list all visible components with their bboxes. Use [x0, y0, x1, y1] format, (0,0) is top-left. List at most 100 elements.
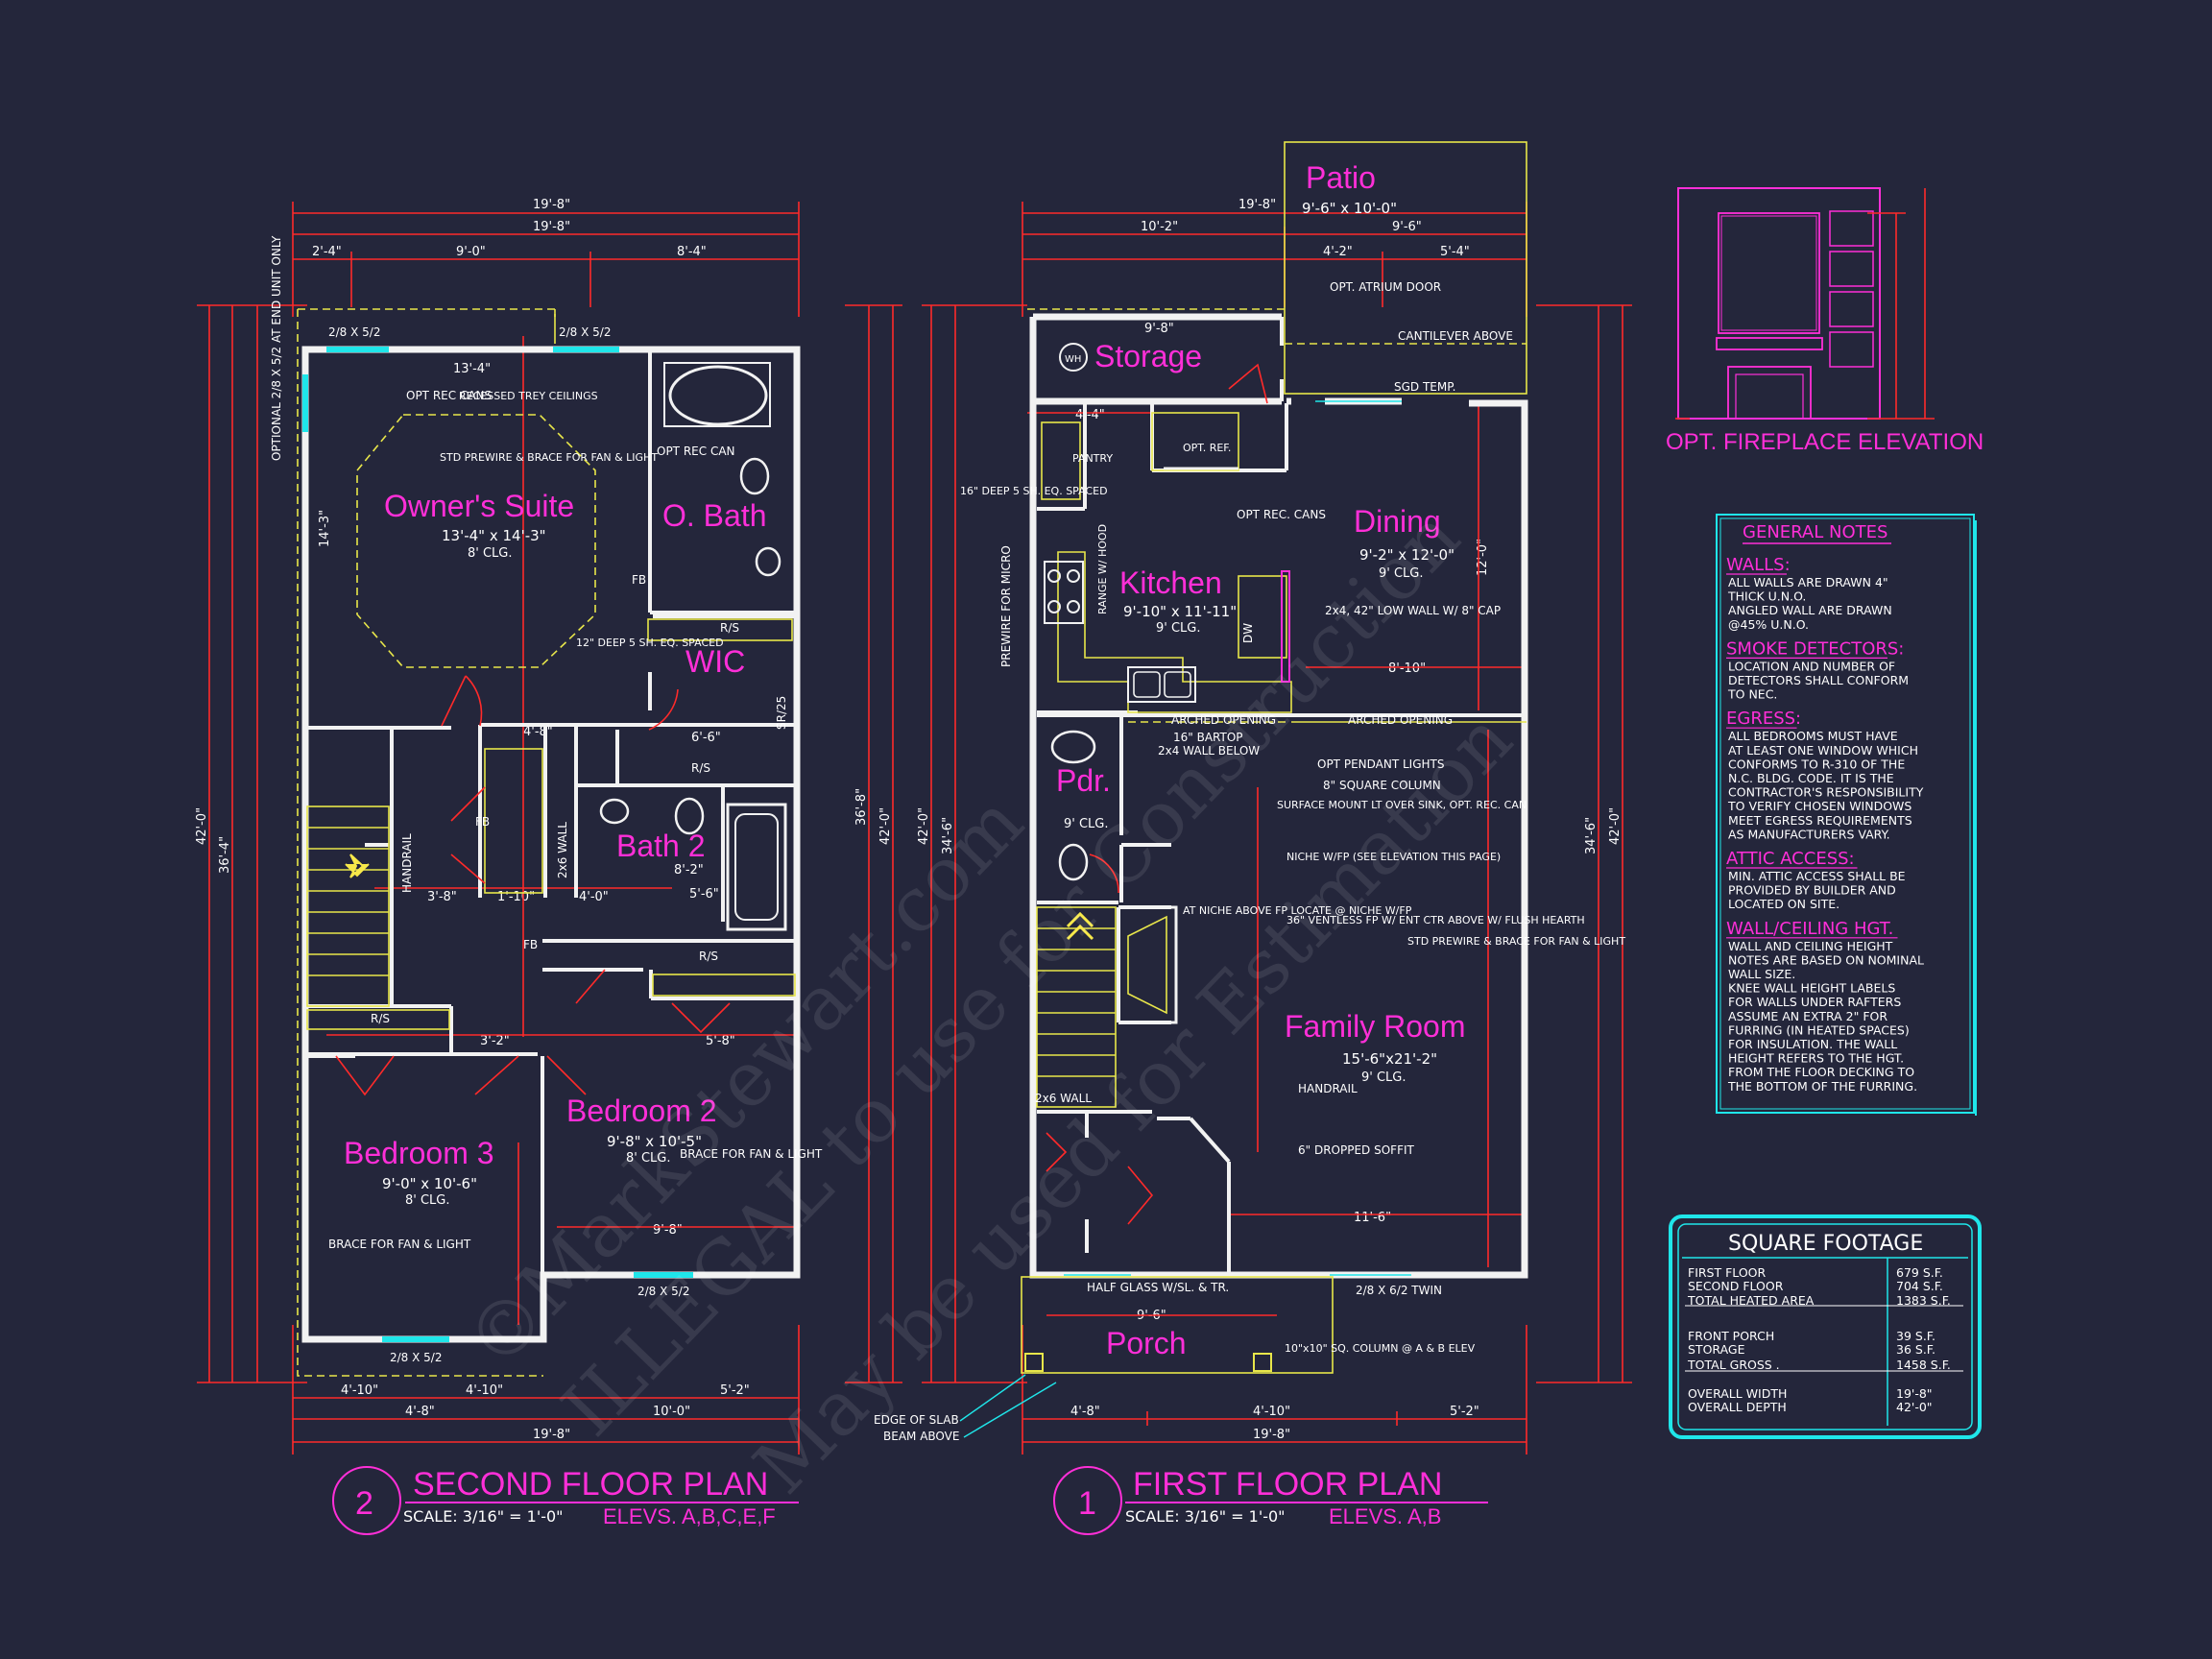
s-2x6-wall: 2x6 WALL [556, 822, 569, 878]
second-plan-elevs: ELEVS. A,B,C,E,F [603, 1504, 776, 1528]
room-wic: WIC [685, 644, 745, 679]
general-notes-line: NOTES ARE BASED ON NOMINAL [1728, 952, 1924, 967]
s-std-prewire: STD PREWIRE & BRACE FOR FAN & LIGHT [440, 451, 658, 464]
room-kitchen-clg: 9' CLG. [1156, 621, 1201, 636]
room-family: Family Room [1285, 1009, 1465, 1044]
dim-s-left-overall: 42'-0" [195, 807, 209, 845]
f-pantry: PANTRY [1072, 452, 1113, 465]
room-dining-clg: 9' CLG. [1379, 566, 1424, 581]
room-patio: Patio [1306, 160, 1376, 195]
f-beam-above: BEAM ABOVE [883, 1430, 959, 1443]
first-floor-stairs [1036, 906, 1117, 1108]
f-wall-below: 2x4 WALL BELOW [1158, 744, 1260, 757]
s-optional-window: OPTIONAL 2/8 X 5/2 AT END UNIT ONLY [270, 235, 283, 461]
s-12-deep: 12" DEEP 5 SH. EQ. SPACED [576, 637, 724, 649]
general-notes-line: AT LEAST ONE WINDOW WHICH [1728, 743, 1918, 757]
general-notes-line: FOR INSULATION. THE WALL [1728, 1037, 1897, 1051]
general-notes-line: KNEE WALL HEIGHT LABELS [1728, 981, 1895, 996]
room-bedroom-2-size: 9'-8" x 10'-5" [607, 1133, 702, 1150]
dim-f-right-b: 34'-6" [1584, 817, 1599, 854]
sf-value: 1383 S.F. [1896, 1293, 1951, 1308]
room-family-size: 15'-6"x21'-2" [1342, 1050, 1437, 1068]
sf-value: 704 S.F. [1896, 1279, 1943, 1293]
dim-f-left-overall: 42'-0" [917, 807, 931, 845]
dim-s-left-b: 36'-4" [218, 836, 232, 874]
room-family-clg: 9' CLG. [1361, 1070, 1407, 1085]
dim-s-4-8: 4'-8" [523, 725, 553, 739]
sf-label: OVERALL DEPTH [1688, 1400, 1787, 1414]
s-fb-1: FB [632, 573, 646, 587]
s-opt-rec-can: OPT REC CAN [657, 445, 735, 458]
s-fb-2: FB [475, 815, 490, 829]
second-floor-walls [301, 346, 801, 1343]
general-notes-title: GENERAL NOTES [1743, 522, 1887, 542]
s-handrail: HANDRAIL [400, 833, 414, 893]
second-plan-title: SECOND FLOOR PLAN [413, 1466, 768, 1503]
s-rs-wic: R/S [720, 621, 739, 635]
room-storage: Storage [1094, 339, 1202, 373]
first-plan-elevs: ELEVS. A,B [1329, 1504, 1441, 1528]
general-notes-line: ASSUME AN EXTRA 2" FOR [1728, 1009, 1887, 1023]
f-low-wall: 2x4, 42" LOW WALL W/ 8" CAP [1325, 604, 1501, 617]
second-floor-stairs: HANDRAIL [306, 805, 414, 1007]
kitchen-cabinets [1041, 412, 1292, 713]
sf-label: TOTAL HEATED AREA [1687, 1293, 1815, 1308]
f-2x6-wall: 2x6 WALL [1035, 1092, 1092, 1105]
s-brace-b3: BRACE FOR FAN & LIGHT [328, 1238, 471, 1251]
general-notes-heading: SMOKE DETECTORS: [1726, 638, 1904, 659]
dim-s-6-6: 6'-6" [691, 731, 721, 745]
first-plan-number: 1 [1078, 1485, 1096, 1522]
first-floor-room-labels: Patio 9'-6" x 10'-0" Storage Dining 9'-2… [1056, 160, 1465, 1360]
dim-f-bot-a: 4'-8" [1070, 1405, 1100, 1419]
room-pdr-clg: 9' CLG. [1064, 817, 1109, 831]
s-rs-b3: R/S [371, 1012, 390, 1025]
general-notes-line: THE BOTTOM OF THE FURRING. [1727, 1079, 1917, 1094]
f-16-deep: 16" DEEP 5 SH. EQ. SPACED [960, 485, 1108, 497]
f-ventless: 36" VENTLESS FP W/ ENT CTR ABOVE W/ FLUS… [1286, 914, 1585, 926]
general-notes-line: LOCATED ON SITE. [1728, 897, 1839, 911]
room-pdr: Pdr. [1056, 763, 1111, 798]
general-notes-heading: EGRESS: [1726, 709, 1801, 729]
sf-value: 1458 S.F. [1896, 1358, 1951, 1372]
second-floor-windows [302, 347, 693, 1342]
f-arched-1: ARCHED OPENING [1171, 713, 1276, 727]
room-bedroom-3-clg: 8' CLG. [405, 1193, 450, 1208]
f-surface-lt: SURFACE MOUNT LT OVER SINK, OPT. REC. CA… [1277, 799, 1527, 811]
s-win3: 2/8 X 5/2 [637, 1285, 689, 1298]
general-notes-line: MEET EGRESS REQUIREMENTS [1728, 813, 1912, 828]
f-range-hood: RANGE W/ HOOD [1096, 524, 1109, 614]
dim-f-top-a: 10'-2" [1141, 220, 1178, 234]
s-win1: 2/8 X 5/2 [328, 325, 380, 339]
dim-s-top-a: 2'-4" [312, 245, 342, 259]
general-notes-line: FURRING (IN HEATED SPACES) [1728, 1022, 1910, 1037]
general-notes-line: LOCATION AND NUMBER OF [1728, 659, 1895, 673]
room-owners-suite-clg: 8' CLG. [468, 546, 513, 561]
f-twin: 2/8 X 6/2 TWIN [1356, 1284, 1442, 1297]
room-patio-size: 9'-6" x 10'-0" [1302, 200, 1397, 217]
second-plan-scale: SCALE: 3/16" = 1'-0" [403, 1507, 564, 1526]
dim-s-bot-a: 4'-10" [341, 1383, 378, 1398]
f-wh: WH [1065, 354, 1081, 365]
porch-outline [1021, 1276, 1334, 1374]
f-column: 8" SQUARE COLUMN [1323, 779, 1441, 792]
f-cantilever: CANTILEVER ABOVE [1398, 329, 1513, 343]
f-std-prewire: STD PREWIRE & BRACE FOR FAN & LIGHT [1407, 935, 1625, 948]
second-plan-number: 2 [355, 1485, 373, 1522]
fireplace-elevation-label: OPT. FIREPLACE ELEVATION [1666, 429, 1984, 455]
room-bedroom-3: Bedroom 3 [344, 1136, 494, 1170]
first-plan-title: FIRST FLOOR PLAN [1133, 1466, 1442, 1503]
dim-f-bot-c: 5'-2" [1450, 1405, 1479, 1419]
dim-f-top-c: 4'-2" [1323, 245, 1353, 259]
f-handrail: HANDRAIL [1298, 1082, 1358, 1095]
general-notes-line: FROM THE FLOOR DECKING TO [1728, 1065, 1914, 1079]
second-floor-title-block: 2 SECOND FLOOR PLAN SCALE: 3/16" = 1'-0"… [332, 1466, 799, 1535]
dim-s-5-8: 5'-8" [706, 1034, 735, 1048]
sf-value: 19'-8" [1896, 1386, 1933, 1401]
room-owners-suite: Owner's Suite [384, 489, 574, 523]
s-opt-rec-cans: OPT REC CANS [406, 389, 492, 402]
f-edge-slab: EDGE OF SLAB [874, 1413, 959, 1427]
dim-s-8-2: 8'-2" [674, 863, 704, 878]
fireplace-elevation: OPT. FIREPLACE ELEVATION [1666, 187, 1984, 455]
f-opt-ref: OPT. REF. [1183, 442, 1231, 454]
